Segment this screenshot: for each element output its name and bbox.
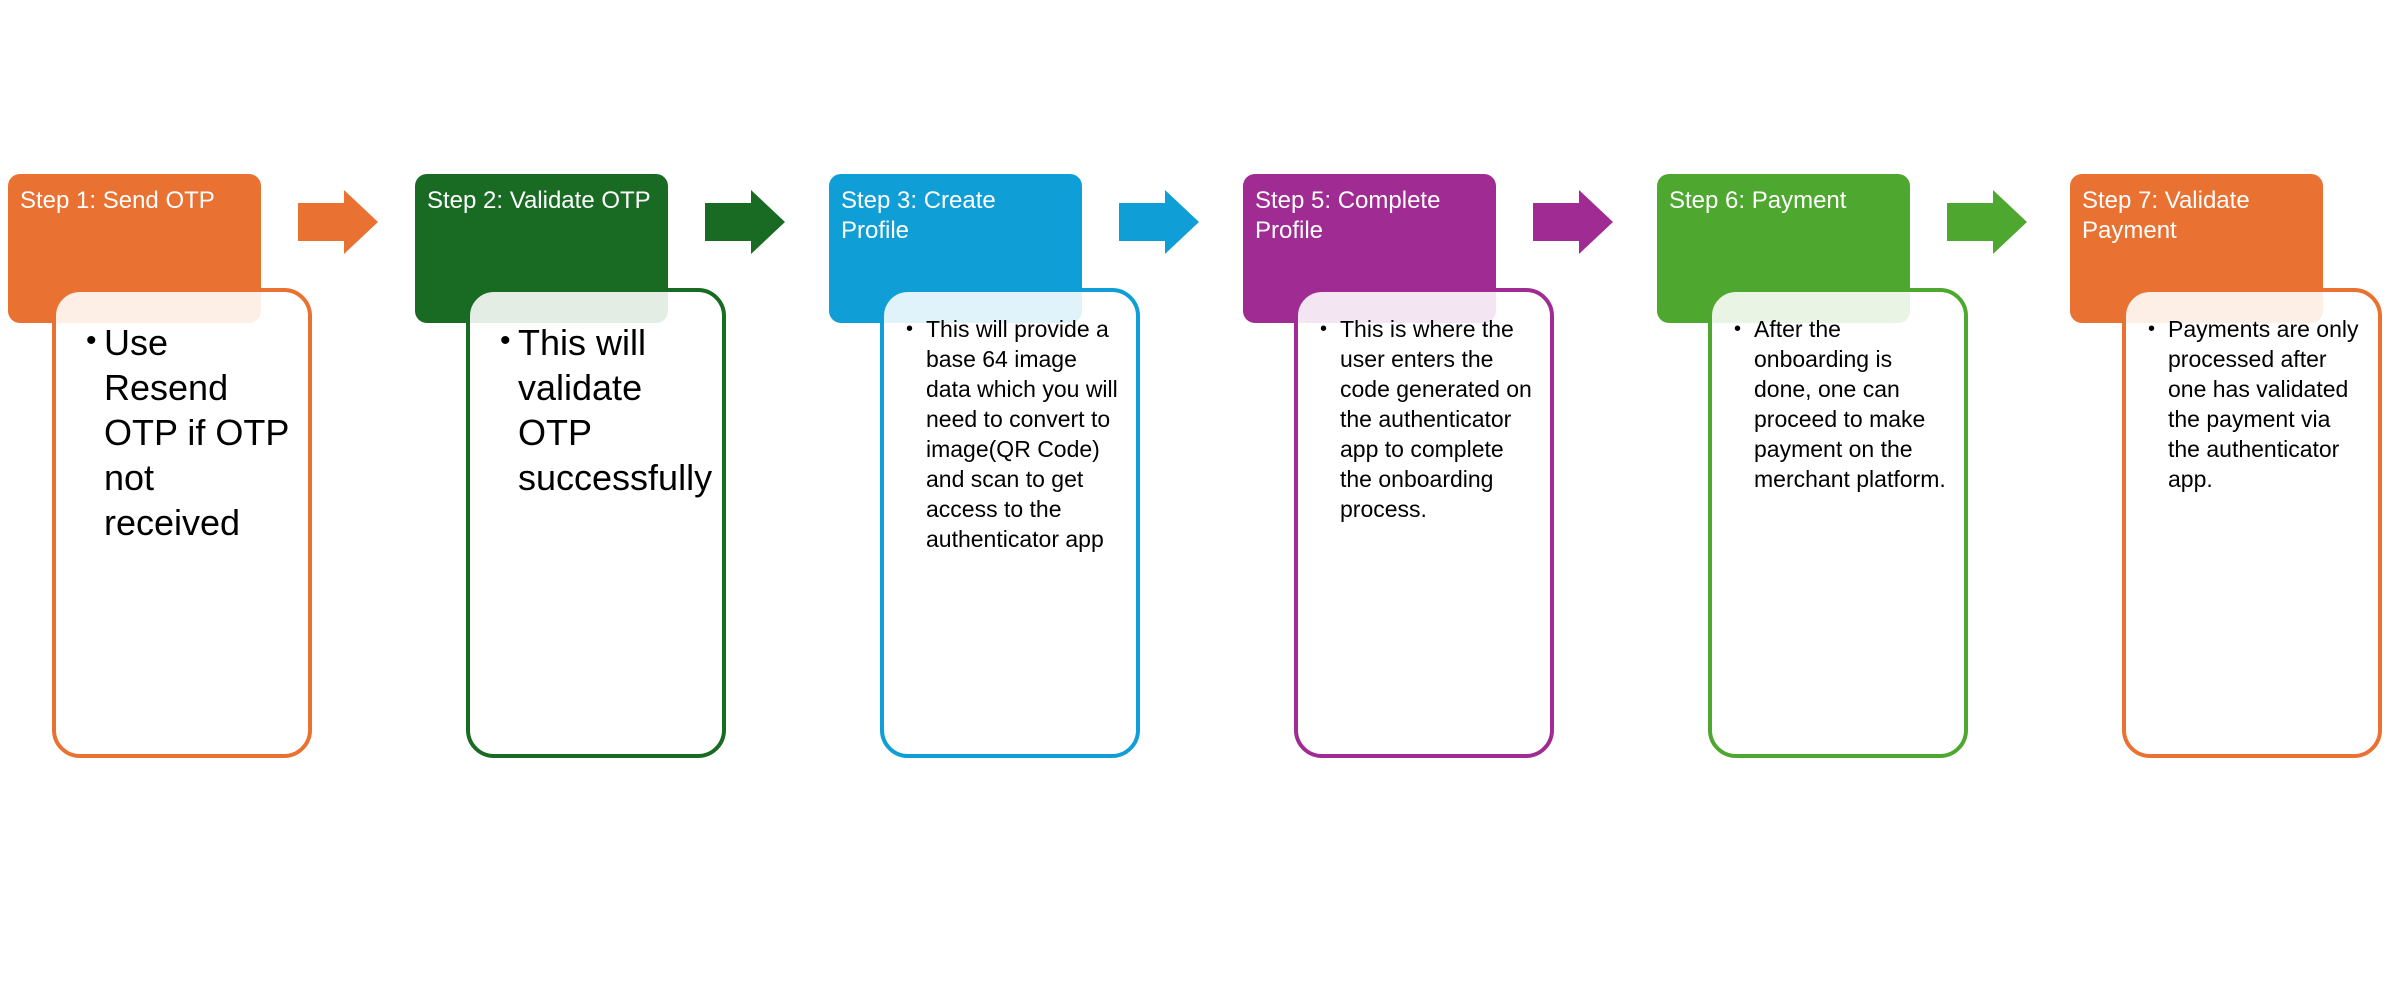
step-bullet-text: This will provide a base 64 image data w…: [926, 316, 1118, 552]
step-description-box: •Use Resend OTP if OTP not received: [52, 288, 312, 758]
step-bullet-item: •This will validate OTP successfully: [500, 320, 712, 500]
right-arrow-icon: [1533, 190, 1613, 254]
step-bullet-list: •Use Resend OTP if OTP not received: [56, 292, 308, 545]
step-title: Step 3: Create Profile: [841, 187, 996, 244]
step-bullet-list: • This is where the user enters the code …: [1298, 292, 1550, 524]
bullet-icon: •: [906, 318, 914, 340]
step-bullet-text: This is where the user enters the code g…: [1340, 316, 1532, 522]
step-bullet-item: • Payments are only processed after one h…: [2148, 314, 2368, 494]
bullet-icon: •: [86, 324, 97, 357]
step-bullet-list: • After the onboarding is done, one can p…: [1712, 292, 1964, 494]
bullet-icon: •: [2148, 318, 2156, 340]
right-arrow-icon: [1947, 190, 2027, 254]
flow-arrow-shape: [1533, 190, 1613, 254]
flow-arrow-shape: [705, 190, 785, 254]
bullet-icon: •: [500, 324, 511, 357]
step-bullet-list: •This will validate OTP successfully: [470, 292, 722, 500]
flow-arrow-shape: [1947, 190, 2027, 254]
step-description-box: •This will validate OTP successfully: [466, 288, 726, 758]
step-bullet-text: This will validate OTP successfully: [518, 322, 713, 498]
step-bullet-text: Payments are only processed after one ha…: [2168, 316, 2359, 492]
step-bullet-text: After the onboarding is done, one can pr…: [1754, 316, 1946, 492]
step-description-box: • After the onboarding is done, one can p…: [1708, 288, 1968, 758]
step-bullet-list: • This will provide a base 64 image data …: [884, 292, 1136, 554]
step-description-box: • This will provide a base 64 image data …: [880, 288, 1140, 758]
step-title: Step 7: Validate Payment: [2082, 187, 2250, 244]
step-title: Step 5: Complete Profile: [1255, 187, 1441, 244]
step-bullet-list: • Payments are only processed after one h…: [2126, 292, 2378, 494]
step-description-box: • This is where the user enters the code …: [1294, 288, 1554, 758]
right-arrow-icon: [705, 190, 785, 254]
flow-arrow-shape: [298, 190, 378, 254]
step-bullet-item: • This is where the user enters the code …: [1320, 314, 1540, 524]
step-bullet-text: Use Resend OTP if OTP not received: [104, 322, 289, 543]
right-arrow-icon: [298, 190, 378, 254]
step-title: Step 6: Payment: [1669, 187, 1847, 214]
flow-arrow-shape: [1119, 190, 1199, 254]
bullet-icon: •: [1734, 318, 1742, 340]
step-bullet-item: • After the onboarding is done, one can p…: [1734, 314, 1954, 494]
step-description-box: • Payments are only processed after one h…: [2122, 288, 2382, 758]
bullet-icon: •: [1320, 318, 1328, 340]
step-title: Step 1: Send OTP: [20, 187, 215, 214]
right-arrow-icon: [1119, 190, 1199, 254]
step-title: Step 2: Validate OTP: [427, 187, 651, 214]
step-bullet-item: • This will provide a base 64 image data …: [906, 314, 1126, 554]
step-bullet-item: •Use Resend OTP if OTP not received: [86, 320, 298, 545]
